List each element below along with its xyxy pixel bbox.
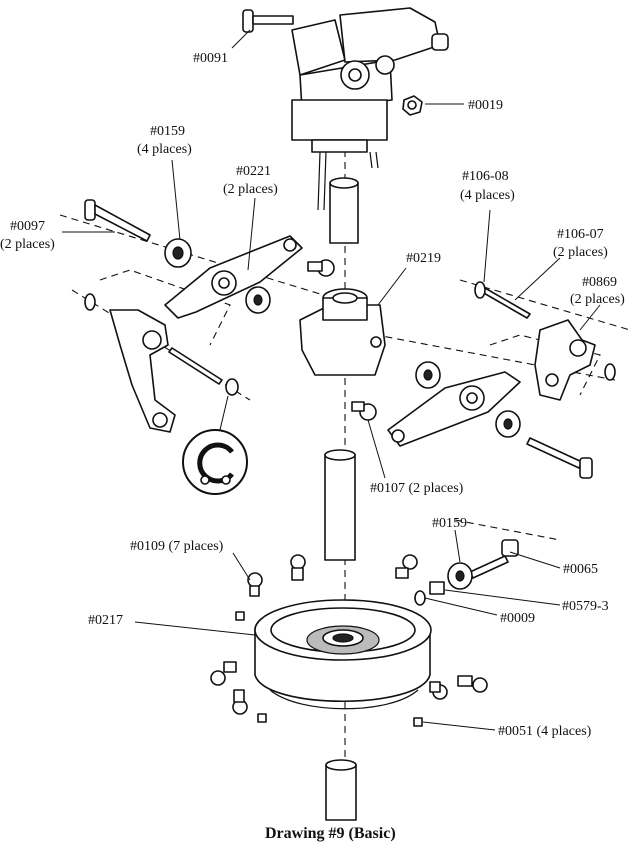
label-0091: #0091 (193, 51, 228, 66)
label-0869: #0869 (582, 275, 617, 290)
label-0219: #0219 (406, 251, 441, 266)
label-0051: #0051 (4 places) (498, 724, 592, 739)
part-labels: #0091 #0019 #0159 (4 places) #0221 (2 pl… (0, 51, 625, 739)
e-clip-detail (182, 395, 248, 495)
ball-link-0107 (351, 401, 377, 421)
spacer-tube (329, 177, 359, 244)
pin-left (168, 347, 223, 385)
bolt-0091 (242, 9, 294, 33)
main-shaft (324, 449, 356, 561)
label-0159-right: #0159 (432, 516, 467, 531)
setscrews-0051 (235, 611, 423, 727)
label-0107: #0107 (2 places) (370, 481, 464, 496)
bearing-0159-right (447, 562, 473, 590)
spacer-0579-3 (429, 581, 445, 595)
washer-0009 (414, 590, 426, 606)
bearing-0159-left (164, 238, 192, 268)
washer-left (225, 378, 239, 396)
label-0221: #0221 (236, 164, 271, 179)
center-hub-0219 (299, 288, 386, 376)
bellcrank-0869 (534, 319, 596, 401)
bellcrank-left (109, 309, 176, 433)
label-0097-qty: (2 places) (0, 237, 55, 252)
bolt-0097 (84, 199, 151, 242)
label-106-08: #106-08 (462, 169, 509, 184)
label-0019: #0019 (468, 98, 503, 113)
arm-0221-left (164, 235, 303, 319)
ball-links-0109 (210, 554, 488, 715)
label-106-07: #106-07 (557, 227, 604, 242)
label-106-08-qty: (4 places) (460, 188, 515, 203)
nut-0019 (402, 95, 423, 116)
pin-right (474, 281, 531, 319)
drawing-caption: Drawing #9 (Basic) (265, 825, 396, 842)
label-0579-3: #0579-3 (562, 599, 609, 614)
swashplate-0217 (254, 599, 432, 710)
label-0065: #0065 (563, 562, 598, 577)
bearing-left-lower (245, 286, 271, 314)
bearing-right-upper (415, 361, 441, 389)
lower-shaft (325, 759, 357, 821)
leader-lines (62, 29, 601, 731)
arm-0221-right (387, 371, 521, 447)
label-0159-left: #0159 (150, 124, 185, 139)
clip-left (84, 293, 96, 311)
stud-0065 (469, 539, 519, 579)
label-0217: #0217 (88, 613, 123, 628)
label-0869-qty: (2 places) (570, 292, 625, 307)
label-0221-qty: (2 places) (223, 182, 278, 197)
label-0009: #0009 (500, 611, 535, 626)
label-106-07-qty: (2 places) (553, 245, 608, 260)
clip-right (604, 363, 616, 381)
label-0109: #0109 (7 places) (130, 539, 224, 554)
bearing-right-lower (495, 410, 521, 438)
label-0097: #0097 (10, 219, 45, 234)
bolt-right-lower (526, 437, 593, 479)
ball-link-center-left (307, 259, 335, 277)
label-0159-left-qty: (4 places) (137, 142, 192, 157)
screw-right-top (431, 33, 449, 51)
